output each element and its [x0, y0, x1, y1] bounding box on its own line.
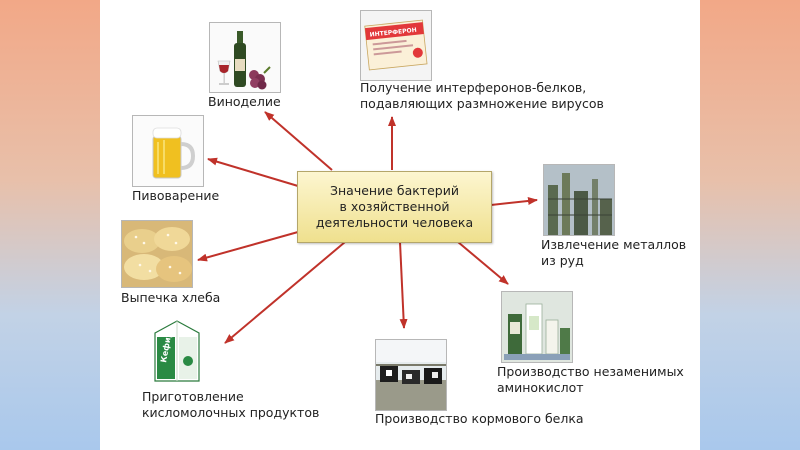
- label-brewing: Пивоварение: [132, 188, 219, 204]
- label-bread-baking: Выпечка хлеба: [121, 290, 220, 306]
- label-metal-extraction: Извлечение металлов из руд: [541, 237, 686, 269]
- central-topic-text: Значение бактерий в хозяйственной деятел…: [316, 183, 473, 231]
- arrow-to-feed: [400, 242, 404, 328]
- arrow-to-dairy: [225, 242, 345, 343]
- amino-acid-lab-image: [501, 291, 573, 363]
- wine-bottle-image: [209, 22, 281, 93]
- central-topic-box: Значение бактерий в хозяйственной деятел…: [297, 171, 492, 243]
- arrow-to-brewing: [208, 159, 298, 186]
- arrow-to-amino: [458, 242, 508, 284]
- kefir-carton-image: Кефир: [144, 316, 210, 386]
- arrow-to-metals: [491, 200, 537, 205]
- label-amino-acids: Производство незаменимых аминокислот: [497, 364, 684, 396]
- label-dairy-products: Приготовление кисломолочных продуктов: [142, 389, 319, 421]
- label-winemaking: Виноделие: [208, 94, 281, 110]
- cows-feed-image: [375, 339, 447, 411]
- arrow-to-bread: [198, 232, 298, 260]
- bread-image: [121, 220, 193, 288]
- metal-extraction-plant-image: [543, 164, 615, 236]
- beer-mug-image: [132, 115, 204, 187]
- interferon-package-image: ИНТЕРФЕРОН: [360, 10, 432, 81]
- label-feed-protein: Производство кормового белка: [375, 411, 584, 427]
- label-interferon: Получение интерферонов-белков, подавляющ…: [360, 80, 604, 112]
- arrow-to-winemaking: [265, 112, 332, 170]
